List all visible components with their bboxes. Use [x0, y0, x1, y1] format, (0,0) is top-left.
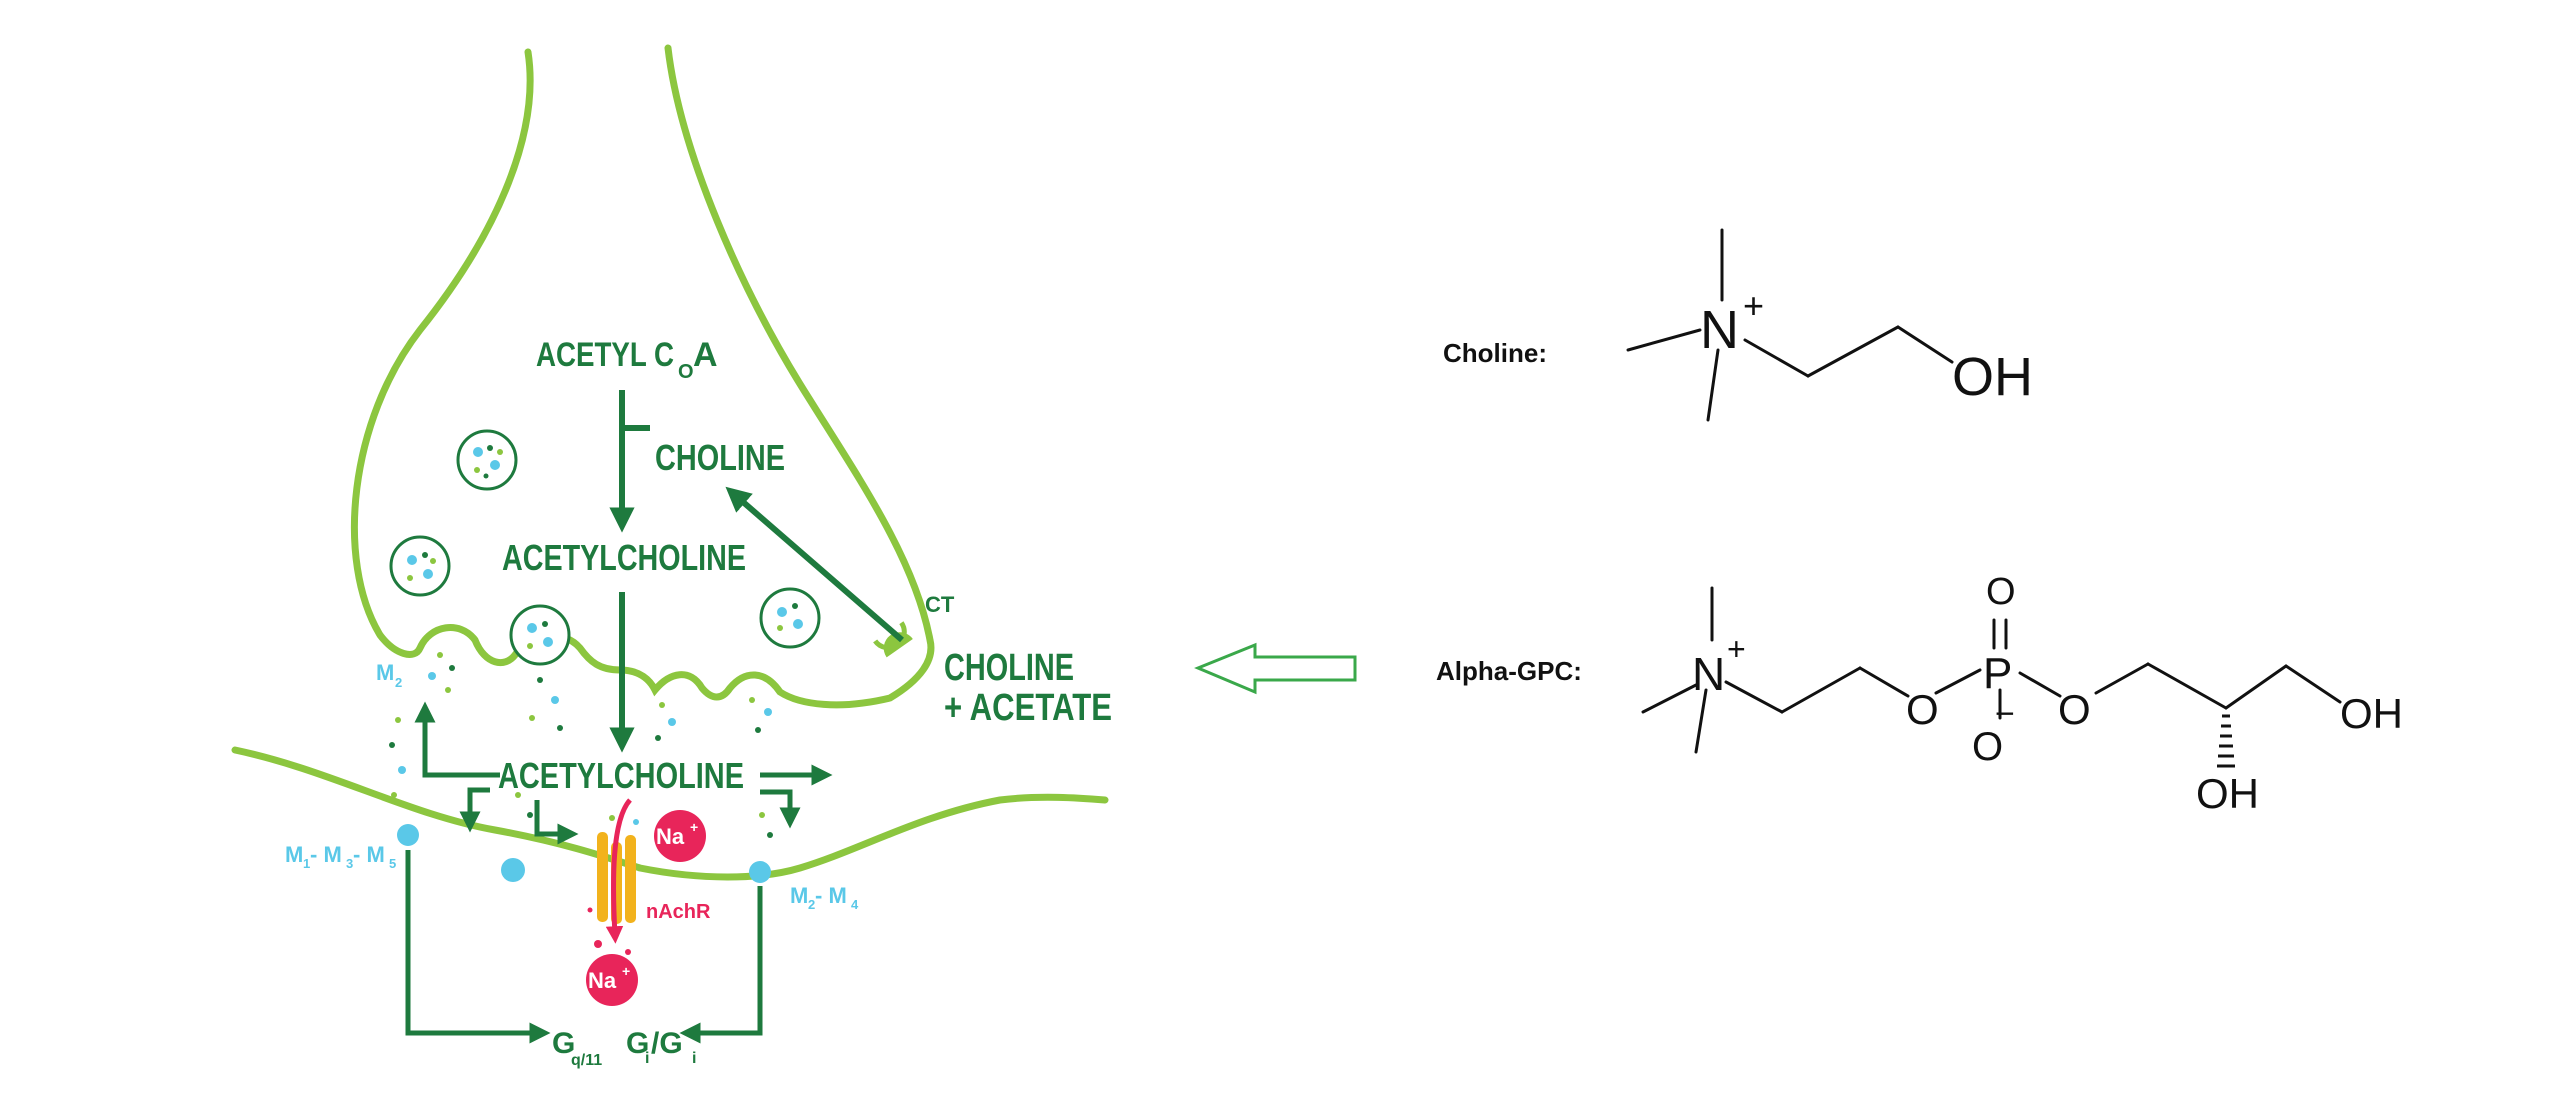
svg-text:+: + [622, 963, 630, 979]
svg-text:2: 2 [808, 897, 815, 912]
svg-text:4: 4 [851, 897, 859, 912]
vesicle [759, 587, 821, 649]
gpc-o-double: O [1986, 571, 2016, 613]
sodium-ion-top: Na + [654, 810, 706, 862]
alpha-gpc-molecule-label: Alpha-GPC: [1436, 656, 1582, 686]
choline-transporter-icon [873, 621, 913, 658]
vesicle [456, 429, 518, 491]
arrow-cleft-left-down [459, 787, 490, 833]
synapse-diagram: Na + Na + ACETYL C O A CHOLINE ACETYLCHO… [231, 44, 1112, 1069]
choline-acetate-line1: CHOLINE [944, 647, 1074, 689]
gpc-o-ester1: O [1906, 686, 1939, 733]
receptor-dot [501, 858, 525, 882]
gpc-plus: + [1727, 631, 1746, 667]
svg-text:G: G [552, 1027, 575, 1060]
m1-m3-m5-receptor [397, 824, 419, 846]
acetylcholine-particles [389, 652, 773, 838]
choline-structure: Choline: N + OH [1443, 228, 2033, 422]
arrow-to-m2 [414, 701, 500, 778]
acetylcholine-label-cleft: ACETYLCHOLINE [498, 755, 744, 796]
svg-text:i: i [692, 1050, 696, 1067]
choline-n-atom: N [1700, 300, 1739, 360]
gpc-p-atom: P [1983, 649, 2012, 698]
hash-wedge [2217, 714, 2235, 768]
choline-label: CHOLINE [655, 437, 785, 478]
postsynaptic-membrane [231, 746, 1109, 881]
svg-text:/G: /G [651, 1027, 683, 1060]
acetyl-coa-label: ACETYL C [536, 336, 674, 374]
arrow-cleft-mid-down [534, 800, 579, 845]
vesicle [389, 535, 451, 597]
m2-m4-receptor [749, 861, 771, 883]
presynaptic-membrane [350, 44, 935, 709]
svg-text:G: G [626, 1027, 649, 1060]
svg-text:5: 5 [389, 856, 396, 871]
gpc-minus: − [1995, 695, 2015, 733]
gpc-oh-secondary: OH [2196, 770, 2259, 817]
m2-m4-label: M 2 - M 4 [790, 883, 859, 912]
gpc-n-atom: N [1692, 648, 1725, 700]
svg-text:Na: Na [656, 824, 685, 849]
gpc-o-ester2: O [2058, 686, 2091, 733]
arrow-to-gq11 [405, 850, 551, 1044]
svg-text:- M: - M [815, 883, 847, 908]
svg-text:1: 1 [303, 856, 310, 871]
svg-text:+: + [690, 819, 698, 835]
acetyl-coa-subscript: O [678, 361, 694, 383]
gpc-oh-terminal: OH [2340, 690, 2403, 737]
choline-oh: OH [1952, 347, 2033, 407]
ct-label: CT [925, 592, 955, 617]
svg-text:i: i [645, 1050, 649, 1067]
acetylcholine-label-top: ACETYLCHOLINE [502, 537, 746, 578]
acetyl-coa-tail: A [693, 336, 718, 374]
arrow-to-gigi [679, 886, 763, 1044]
nachr-channel-icon [587, 798, 636, 955]
alpha-gpc-structure: Alpha-GPC: N + O [1436, 571, 2403, 817]
svg-text:2: 2 [395, 675, 402, 690]
svg-text:3: 3 [346, 856, 353, 871]
svg-text:M: M [285, 842, 303, 867]
choline-branch-line [619, 425, 650, 470]
choline-acetate-line2: + ACETATE [944, 687, 1112, 729]
choline-molecule-label: Choline: [1443, 338, 1547, 368]
choline-plus: + [1743, 285, 1764, 326]
sodium-ion-bottom: Na + [586, 954, 638, 1006]
gigi-label: G i /G i [626, 1027, 696, 1067]
svg-text:Na: Na [588, 968, 617, 993]
vesicle [509, 604, 571, 666]
arrow-cleft-right-down [760, 789, 801, 829]
nachr-label: nAchR [646, 901, 711, 923]
arrow-reuptake-to-choline [725, 486, 904, 643]
m2-label: M 2 [376, 660, 402, 690]
svg-text:M: M [376, 660, 394, 685]
svg-text:q/11: q/11 [571, 1052, 602, 1069]
svg-text:- M: - M [310, 842, 342, 867]
gpc-o-minus-atom: O [1972, 725, 2003, 769]
svg-text:- M: - M [353, 842, 385, 867]
hollow-left-arrow-icon [1194, 642, 1357, 695]
gq11-label: G q/11 [552, 1027, 602, 1069]
svg-text:M: M [790, 883, 808, 908]
m1-m3-m5-label: M 1 - M 3 - M 5 [285, 842, 396, 871]
